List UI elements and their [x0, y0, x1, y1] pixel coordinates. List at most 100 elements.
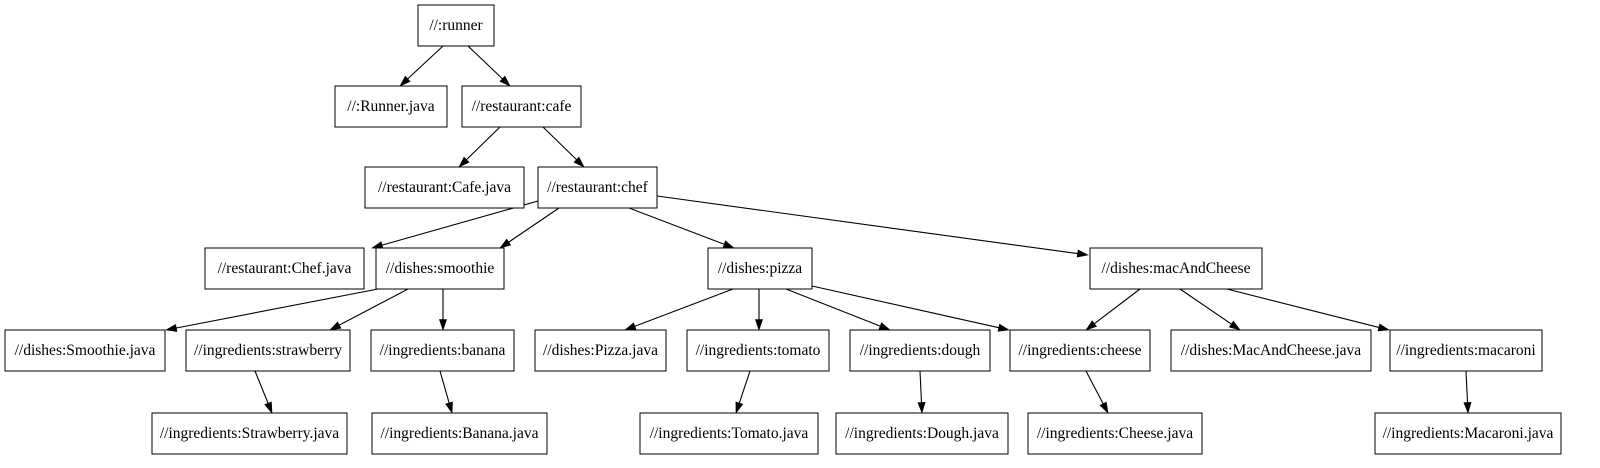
graph-edge	[439, 370, 453, 414]
edge-arrowhead	[445, 401, 453, 414]
node-box[interactable]	[334, 85, 448, 128]
graph-edge	[542, 126, 585, 168]
node-label: //ingredients:Banana.java	[381, 425, 539, 442]
node-label: //restaurant:cafe	[472, 98, 572, 115]
graph-edge	[499, 207, 560, 249]
edge-line	[1465, 370, 1469, 403]
node-box[interactable]	[375, 247, 505, 290]
node-box[interactable]	[370, 329, 515, 372]
node-label: //:Runner.java	[347, 98, 435, 115]
node-box[interactable]	[4, 329, 166, 372]
node-box[interactable]	[534, 329, 667, 372]
graph-edge	[1214, 285, 1390, 332]
node-box[interactable]	[835, 412, 1009, 455]
edge-arrowhead	[165, 324, 178, 332]
edge-arrowhead	[722, 240, 735, 249]
graph-node-dough_java[interactable]: //ingredients:Dough.java	[835, 412, 1009, 455]
graph-edge	[628, 207, 735, 249]
edge-arrowhead	[878, 322, 891, 331]
graph-node-ing_strawberry[interactable]: //ingredients:strawberry	[185, 329, 351, 372]
graph-node-tomato_java[interactable]: //ingredients:Tomato.java	[639, 412, 819, 455]
graph-node-runner_java[interactable]: //:Runner.java	[334, 85, 448, 128]
graph-edge	[458, 126, 501, 168]
node-box[interactable]	[1089, 247, 1263, 290]
edge-line	[176, 288, 379, 329]
edge-line	[1085, 370, 1104, 404]
node-box[interactable]	[1027, 412, 1203, 455]
graph-node-macaroni_java[interactable]: //ingredients:Macaroni.java	[1374, 412, 1562, 455]
graph-edge	[1463, 370, 1472, 414]
node-box[interactable]	[707, 247, 813, 290]
graph-node-chef_java[interactable]: //restaurant:Chef.java	[204, 247, 365, 290]
graph-node-restaurant_cafe[interactable]: //restaurant:cafe	[461, 85, 582, 128]
node-box[interactable]	[185, 329, 351, 372]
node-label: //restaurant:Cafe.java	[378, 179, 511, 196]
node-box[interactable]	[461, 85, 582, 128]
node-box[interactable]	[639, 412, 819, 455]
edge-line	[1179, 288, 1232, 325]
edge-arrowhead	[1099, 401, 1109, 414]
graph-node-ing_cheese[interactable]: //ingredients:cheese	[1009, 329, 1151, 372]
node-box[interactable]	[371, 412, 548, 455]
node-label: //dishes:Pizza.java	[543, 342, 658, 359]
node-box[interactable]	[537, 166, 658, 209]
node-box[interactable]	[1374, 412, 1562, 455]
edge-line	[1214, 285, 1379, 328]
graph-node-ing_banana[interactable]: //ingredients:banana	[370, 329, 515, 372]
graph-node-smoothie_java[interactable]: //dishes:Smoothie.java	[4, 329, 166, 372]
edge-line	[738, 370, 751, 404]
graph-edge	[735, 370, 751, 414]
graph-node-strawberry_java[interactable]: //ingredients:Strawberry.java	[151, 412, 348, 455]
graph-node-ing_macaroni[interactable]: //ingredients:macaroni	[1389, 329, 1543, 372]
node-box[interactable]	[204, 247, 365, 290]
graph-node-cheese_java[interactable]: //ingredients:Cheese.java	[1027, 412, 1203, 455]
edge-line	[785, 288, 881, 327]
node-label: //restaurant:chef	[547, 179, 649, 196]
node-label: //ingredients:Dough.java	[845, 425, 999, 442]
graph-node-cafe_java[interactable]: //restaurant:Cafe.java	[364, 166, 525, 209]
graph-edge	[754, 289, 764, 331]
edge-arrowhead	[1463, 402, 1472, 414]
edge-arrowhead	[735, 401, 744, 414]
graph-edge	[438, 289, 448, 331]
graph-edge	[329, 288, 409, 331]
graph-edge	[165, 288, 379, 332]
graph-node-banana_java[interactable]: //ingredients:Banana.java	[371, 412, 548, 455]
graph-edge	[1179, 288, 1241, 331]
graph-node-pizza_java[interactable]: //dishes:Pizza.java	[534, 329, 667, 372]
node-box[interactable]	[849, 329, 991, 372]
graph-edge	[785, 288, 891, 331]
node-box[interactable]	[151, 412, 348, 455]
edge-line	[466, 126, 501, 161]
node-label: //:runner	[429, 17, 483, 34]
edge-arrowhead	[917, 402, 926, 414]
node-box[interactable]	[686, 329, 830, 372]
node-box[interactable]	[364, 166, 525, 209]
graph-node-dishes_macandchs[interactable]: //dishes:macAndCheese	[1089, 247, 1263, 290]
edge-arrowhead	[1085, 320, 1098, 331]
graph-node-dishes_pizza[interactable]: //dishes:pizza	[707, 247, 813, 290]
edge-arrowhead	[264, 401, 273, 414]
edge-arrowhead	[573, 156, 585, 168]
node-box[interactable]	[1170, 329, 1372, 372]
edge-arrowhead	[499, 75, 511, 87]
edges-layer	[165, 45, 1472, 414]
node-label: //dishes:macAndCheese	[1102, 260, 1251, 277]
edge-line	[439, 370, 450, 404]
graph-edge	[624, 288, 734, 331]
node-box[interactable]	[1009, 329, 1151, 372]
graph-node-ing_dough[interactable]: //ingredients:dough	[849, 329, 991, 372]
graph-node-dishes_smoothie[interactable]: //dishes:smoothie	[375, 247, 505, 290]
graph-node-runner[interactable]: //:runner	[417, 4, 495, 47]
graph-node-macandchs_java[interactable]: //dishes:MacAndCheese.java	[1170, 329, 1372, 372]
graph-node-restaurant_chef[interactable]: //restaurant:chef	[537, 166, 658, 209]
edge-arrowhead	[1076, 249, 1089, 258]
node-label: //ingredients:Macaroni.java	[1383, 425, 1554, 442]
graph-edge	[656, 195, 1089, 258]
graph-node-ing_tomato[interactable]: //ingredients:tomato	[686, 329, 830, 372]
node-box[interactable]	[417, 4, 495, 47]
node-label: //ingredients:macaroni	[1396, 342, 1536, 359]
node-box[interactable]	[1389, 329, 1543, 372]
